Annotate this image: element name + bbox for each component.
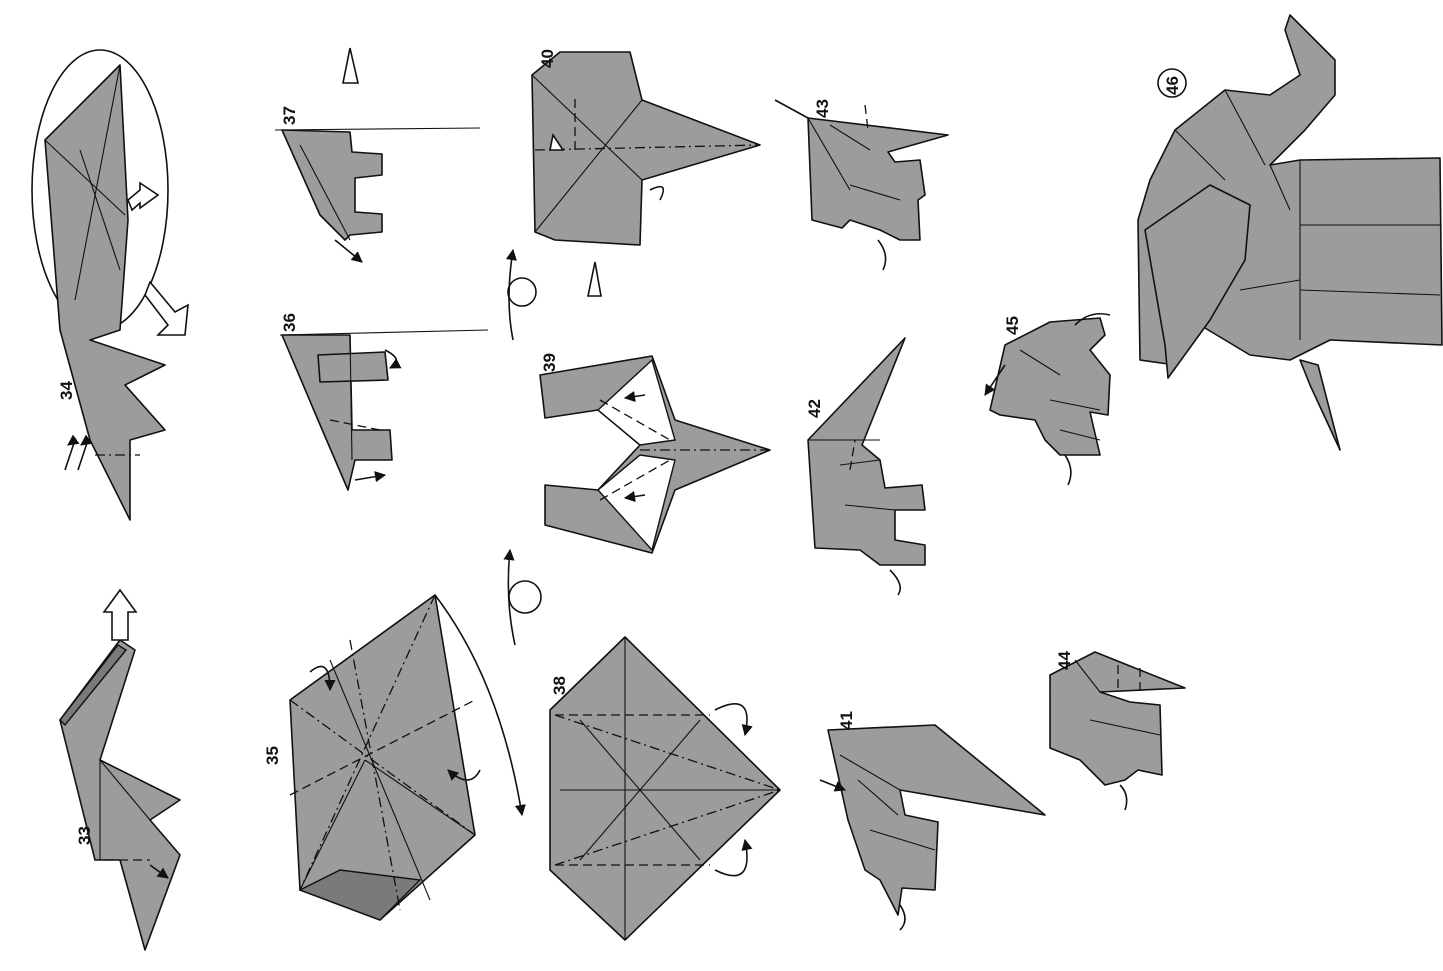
step-number-46: 46: [1163, 76, 1182, 95]
step-37: [275, 48, 480, 262]
hollow-arrow-icon: [145, 282, 188, 335]
turn-over-symbols: [508, 250, 601, 645]
step-45: [985, 314, 1110, 485]
hollow-arrow-icon: [104, 590, 136, 640]
step-number-43: 43: [813, 99, 832, 118]
step-number-40: 40: [538, 49, 557, 68]
step-number-45: 45: [1003, 316, 1022, 335]
step-36: [280, 330, 488, 490]
step-34: [32, 50, 188, 520]
step-35: [290, 595, 522, 920]
step-43: [775, 100, 948, 270]
step-number-33: 33: [75, 826, 94, 845]
step-number-38: 38: [550, 676, 569, 695]
step-33: [60, 590, 180, 950]
step-41: [820, 725, 1045, 930]
step-39: [540, 356, 770, 553]
step-44: [1050, 652, 1185, 810]
turn-over-icon: [509, 581, 541, 613]
triangle-icon: [588, 262, 601, 296]
step-42: [808, 338, 925, 595]
step-number-37: 37: [280, 106, 299, 125]
step-number-42: 42: [805, 399, 824, 418]
step-number-35: 35: [263, 746, 282, 765]
step-number-36: 36: [280, 313, 299, 332]
step-38: [550, 637, 780, 940]
step-number-39: 39: [540, 353, 559, 372]
step-number-44: 44: [1055, 651, 1074, 670]
step-number-34: 34: [57, 381, 76, 400]
triangle-icon: [343, 48, 358, 83]
step-number-41: 41: [837, 711, 856, 730]
step-46: [1138, 15, 1442, 450]
step-40: [532, 52, 760, 245]
turn-over-icon: [508, 278, 536, 306]
hollow-arrow-icon: [128, 183, 158, 210]
